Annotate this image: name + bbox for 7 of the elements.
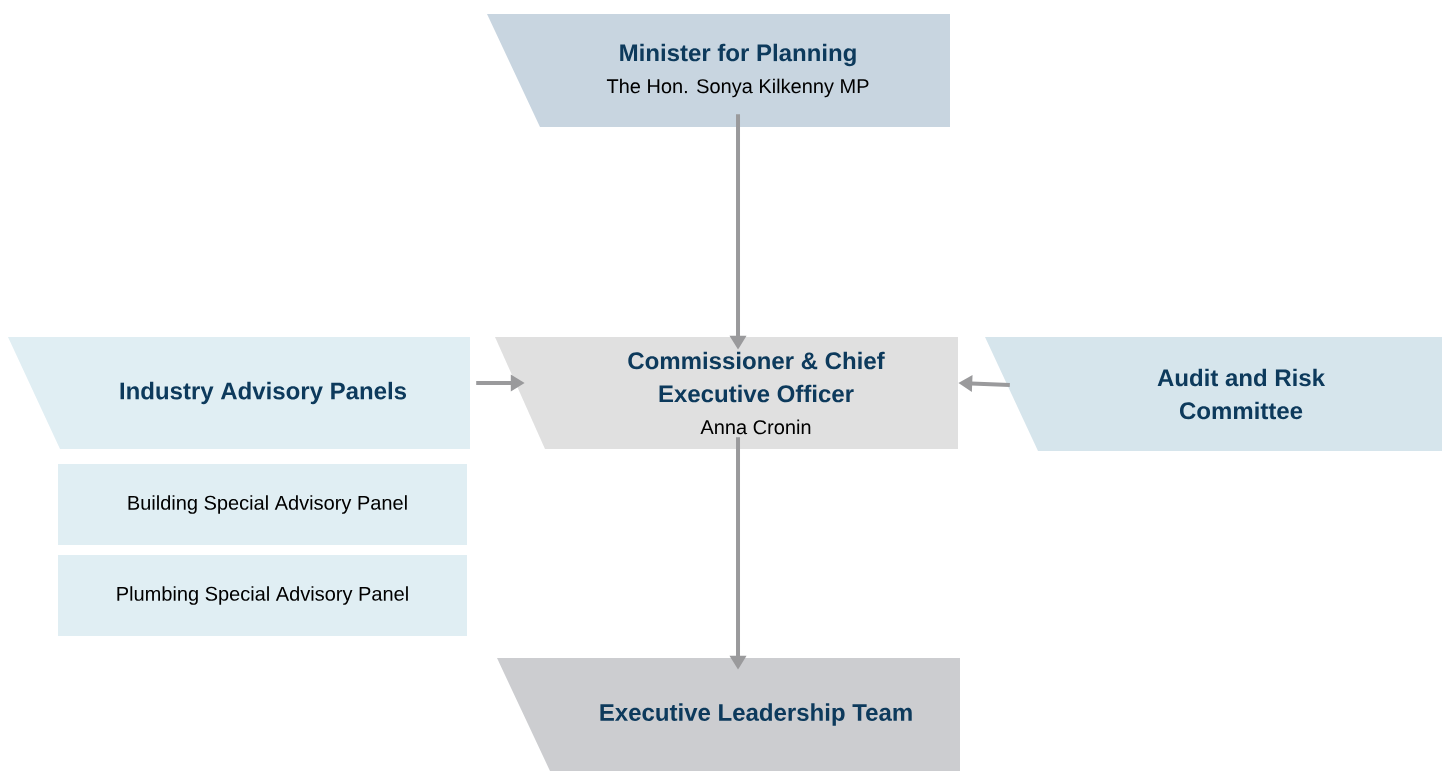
panel-box: Plumbing Special Advisory Panel <box>58 555 467 636</box>
panel-box: Industry Advisory Panels <box>8 337 470 449</box>
position-box: Commissioner & Chief Executive Officer Anna Cronin <box>495 337 958 449</box>
panel-box: Building Special Advisory Panel <box>58 464 467 545</box>
team-box: Executive Leadership Team <box>497 658 960 771</box>
position-box: Minister for Planning The Hon. Sonya Kilkenny MP <box>487 14 950 127</box>
committee-box: Audit and Risk Committee <box>985 337 1442 451</box>
